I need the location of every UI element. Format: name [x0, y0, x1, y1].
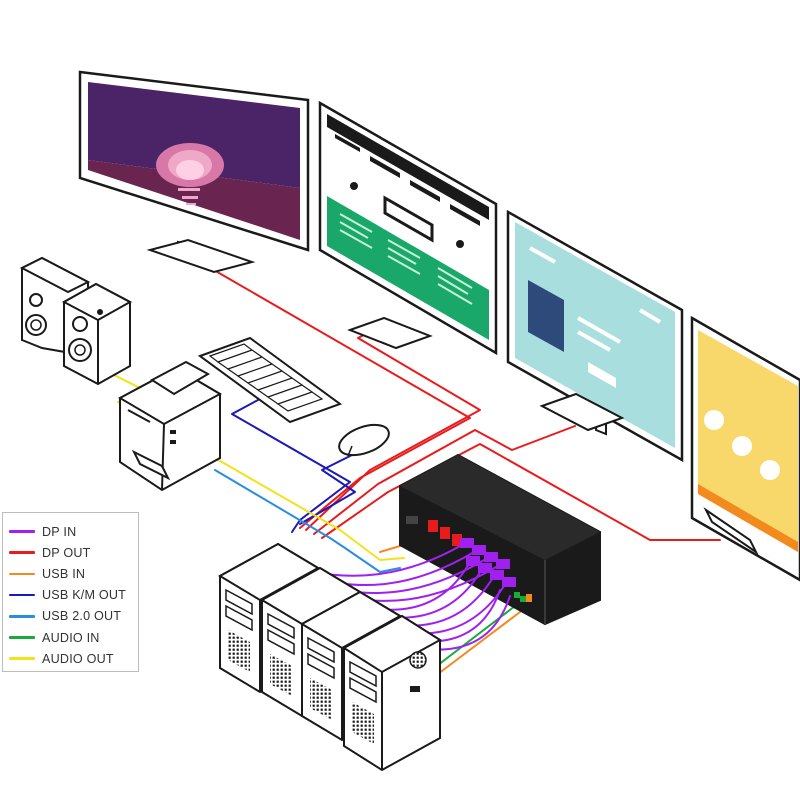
monitor-4 — [690, 315, 800, 582]
dp-out-cable-monitor3 — [313, 425, 576, 535]
legend-swatch — [9, 657, 35, 661]
legend-label: USB IN — [42, 566, 86, 581]
legend-swatch — [9, 530, 35, 533]
legend-label: USB K/M OUT — [42, 588, 127, 603]
keyboard — [197, 336, 343, 424]
legend-label: DP IN — [42, 524, 77, 539]
kvm-switch — [399, 453, 601, 626]
sunset-icon — [156, 143, 224, 205]
dp-out-cable-monitor4 — [321, 443, 721, 541]
legend-swatch — [9, 615, 35, 618]
legend-item-usb-in: USB IN — [9, 563, 138, 584]
monitor-1 — [78, 70, 310, 274]
legend-swatch — [9, 572, 35, 576]
legend-label: DP OUT — [42, 545, 91, 560]
legend-item-dp-in: DP IN — [9, 521, 138, 542]
usb-km-out-cable-mouse — [299, 454, 356, 525]
legend-swatch — [9, 593, 35, 597]
legend-item-dp-out: DP OUT — [9, 542, 138, 563]
computer-tower-4 — [342, 614, 442, 772]
printer — [117, 360, 223, 492]
usb20-out-cable-printer — [214, 469, 401, 573]
legend-item-audio-out: AUDIO OUT — [9, 648, 138, 669]
cable-legend: DP IN DP OUT USB IN USB K/M OUT USB 2.0 … — [2, 512, 139, 672]
legend-label: USB 2.0 OUT — [42, 609, 122, 624]
speaker-right — [61, 282, 133, 386]
dp-out-cable-monitor1 — [199, 261, 471, 529]
legend-label: AUDIO IN — [42, 630, 100, 645]
legend-swatch — [9, 551, 35, 555]
legend-item-usb-km-out: USB K/M OUT — [9, 585, 138, 606]
mouse — [338, 423, 390, 457]
usb-km-out-cable-keyboard — [231, 399, 351, 533]
legend-label: AUDIO OUT — [42, 651, 114, 666]
legend-swatch — [9, 636, 35, 639]
legend-item-audio-in: AUDIO IN — [9, 627, 138, 648]
monitor-3 — [506, 209, 684, 463]
legend-item-usb-20-out: USB 2.0 OUT — [9, 606, 138, 627]
dp-ports — [428, 520, 532, 602]
monitor-2 — [318, 100, 498, 356]
usb-in-cable-2 — [429, 611, 521, 681]
